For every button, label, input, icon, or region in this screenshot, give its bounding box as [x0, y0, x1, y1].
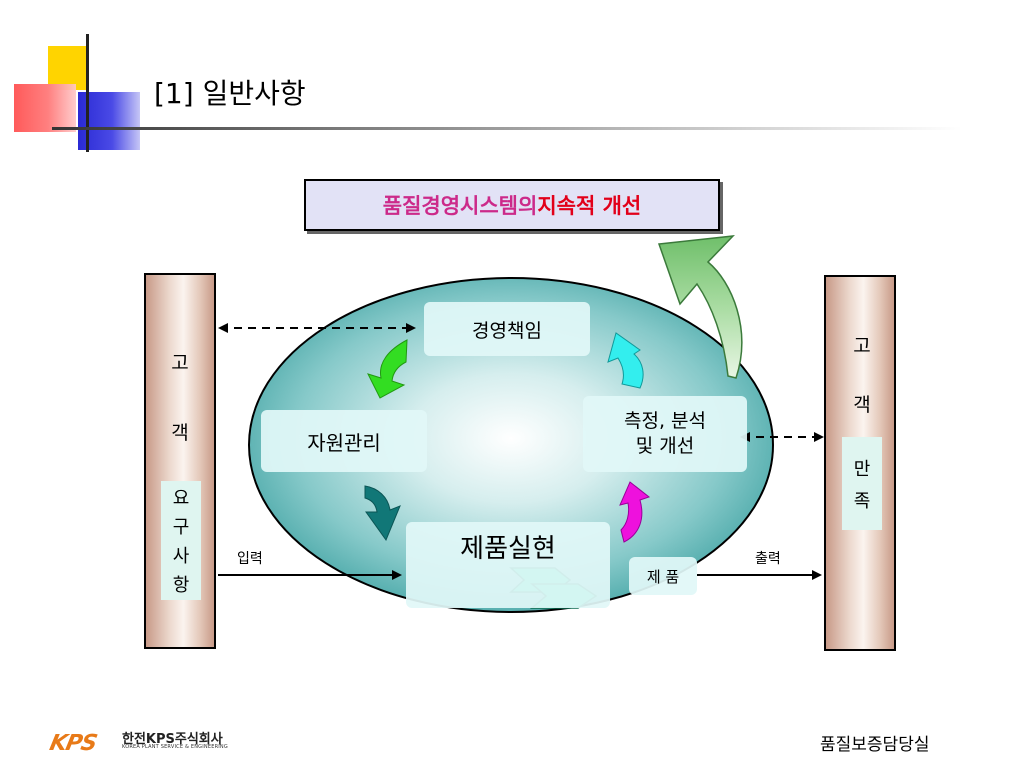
header-deco-yellow: [48, 46, 88, 90]
continual-improvement-box: 품질경영시스템의 지속적 개선: [304, 179, 720, 231]
header-divider-line: [52, 127, 962, 130]
requirement-char-4: 항: [172, 574, 190, 596]
green-cycle-arrow: [367, 339, 408, 399]
resource-management-box: 자원관리: [261, 410, 427, 472]
company-name: 한전KPS주식회사: [122, 732, 223, 747]
left-column-char-1: 고: [171, 352, 189, 374]
right-column-char-1: 고: [853, 335, 871, 357]
measurement-analysis-box: 측정, 분석 및 개선: [583, 396, 747, 472]
top-box-text-main: 품질경영시스템의: [382, 194, 538, 218]
header-deco-vertical-line: [86, 34, 89, 152]
requirement-char-3: 사: [172, 545, 190, 567]
management-responsibility-box: 경영책임: [424, 302, 590, 356]
requirement-char-2: 구: [172, 517, 190, 539]
satisfaction-char-1: 만: [853, 458, 871, 480]
kps-logo-mark: KPS: [47, 731, 99, 756]
product-label: 제 품: [646, 567, 680, 586]
teal-cycle-arrow: [364, 485, 401, 542]
top-box-text-highlight: 지속적 개선: [537, 194, 642, 218]
company-subtitle: KOREA PLANT SERVICE & ENGINEERING: [122, 744, 228, 750]
header-deco-red: [14, 84, 76, 132]
satisfaction-char-2: 족: [853, 490, 871, 512]
management-responsibility-label: 경영책임: [472, 319, 542, 342]
output-label: 출력: [755, 551, 781, 567]
measurement-label-line2: 및 개선: [635, 435, 695, 457]
customer-requirements-label: 요 구 사 항: [161, 481, 201, 600]
magenta-cycle-arrow: [619, 481, 651, 543]
cyan-cycle-arrow: [607, 332, 644, 389]
product-realization-box: 제품실현: [406, 522, 610, 608]
customer-satisfaction-label: 만 족: [842, 437, 882, 530]
requirement-char-1: 요: [172, 488, 190, 510]
improvement-arrow: [657, 235, 743, 379]
resource-management-label: 자원관리: [307, 430, 381, 455]
department-name: 품질보증담당실: [820, 735, 930, 755]
page-title: [1] 일반사항: [154, 77, 306, 110]
input-label: 입력: [237, 551, 263, 567]
left-column-char-2: 객: [171, 422, 189, 444]
right-column-char-2: 객: [853, 394, 871, 416]
product-box: 제 품: [629, 557, 697, 595]
measurement-label-line1: 측정, 분석: [624, 410, 706, 433]
product-realization-label: 제품실현: [460, 534, 556, 564]
